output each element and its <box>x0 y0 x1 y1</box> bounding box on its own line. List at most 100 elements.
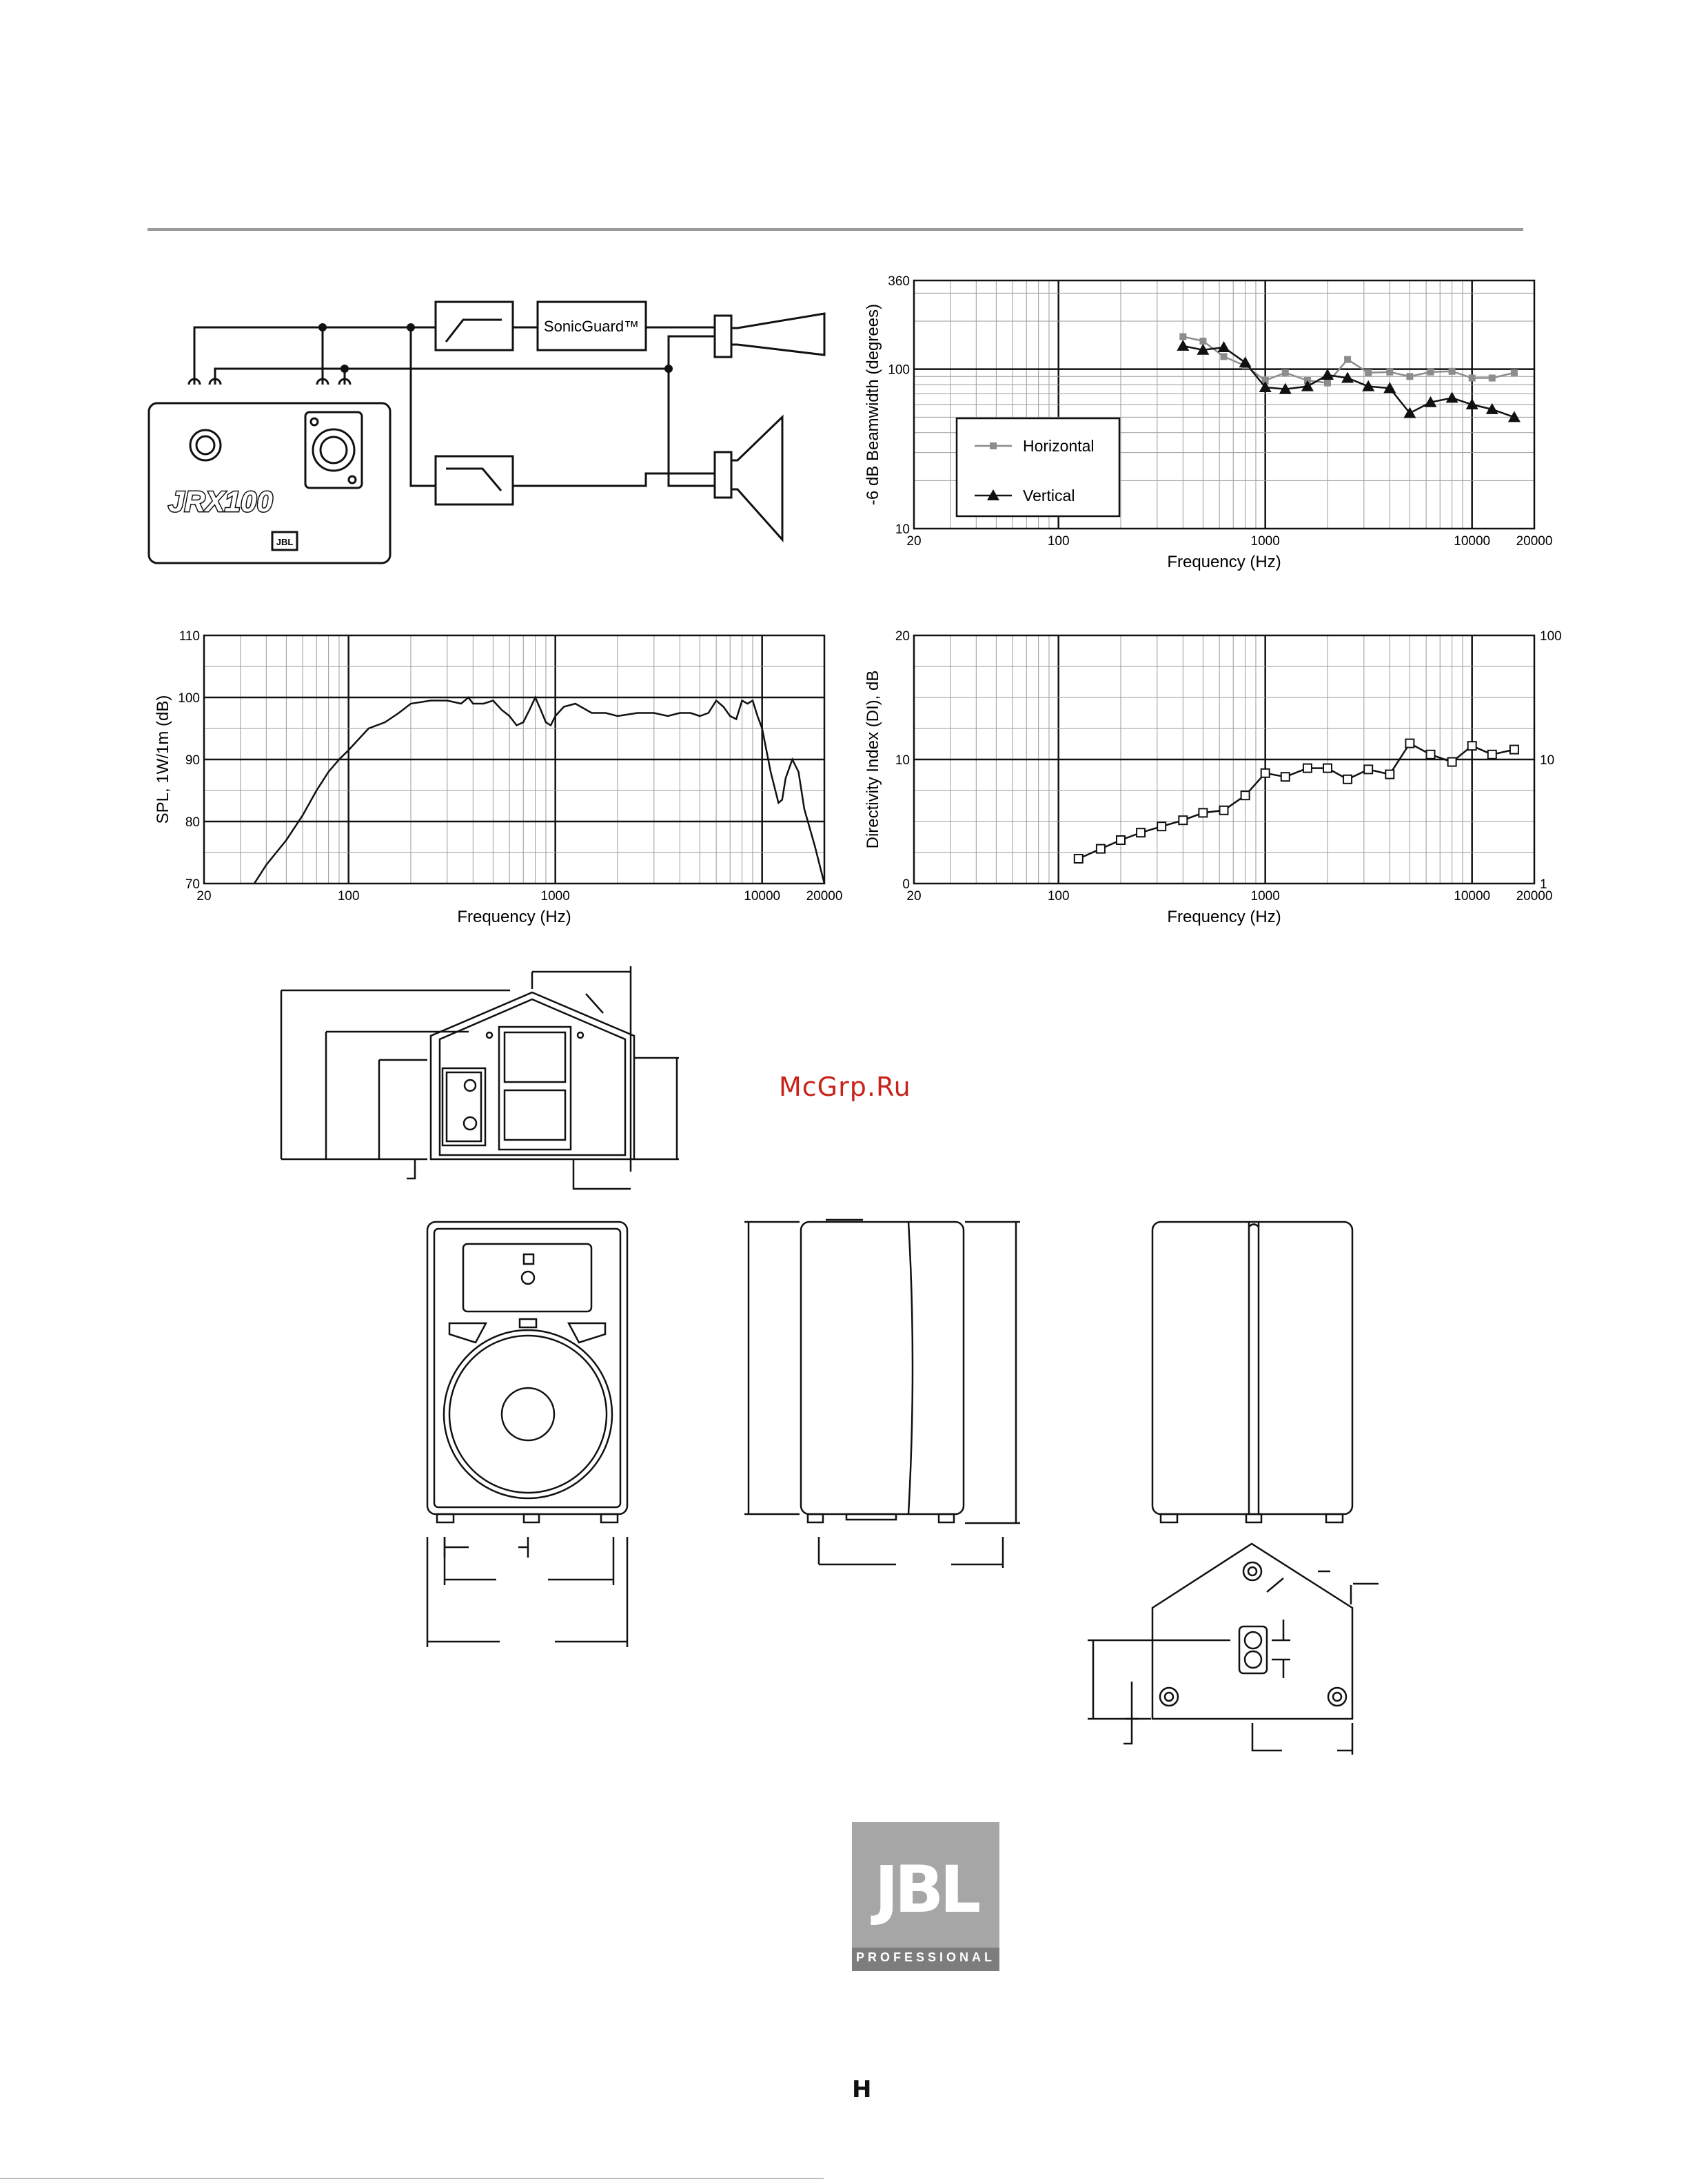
y-tick-label: 0 <box>902 877 910 892</box>
data-point <box>1386 368 1394 376</box>
data-point <box>1178 815 1188 826</box>
data-point <box>1445 391 1458 403</box>
y-tick-label: 100 <box>178 691 200 706</box>
x-tick-label: 10000 <box>744 889 780 904</box>
data-point <box>1240 790 1250 801</box>
data-point <box>1324 379 1331 387</box>
x-tick-label: 100 <box>1048 889 1070 904</box>
data-point <box>1281 369 1289 376</box>
data-point <box>1095 844 1106 854</box>
data-point <box>1405 738 1415 748</box>
data-point <box>1363 764 1374 775</box>
high-pass-filter <box>434 300 514 351</box>
y-axis-label: -6 dB Beamwidth (degrees) <box>864 304 882 505</box>
legend-box <box>955 417 1121 518</box>
data-point <box>1301 380 1314 391</box>
x-tick-label: 20 <box>196 889 211 904</box>
footer-rule <box>0 2178 824 2179</box>
woofer-icon <box>731 414 784 542</box>
x-tick-label: 10000 <box>1454 534 1490 549</box>
data-point <box>1073 854 1084 864</box>
data-point <box>1487 749 1497 759</box>
data-point <box>1280 772 1290 782</box>
top-view-drawing <box>280 966 679 1190</box>
low-pass-filter <box>434 455 514 506</box>
panel-logo: JBL <box>276 537 294 547</box>
header-rule <box>148 228 1523 231</box>
front-view-drawing <box>426 1221 629 1647</box>
data-point <box>1197 343 1210 355</box>
y2-tick-label: 1 <box>1540 877 1547 892</box>
side-view-drawing <box>744 1218 1020 1568</box>
dimension-drawings <box>280 966 1379 1755</box>
data-point <box>1302 763 1312 773</box>
y-tick-label: 70 <box>185 877 200 892</box>
data-point <box>1220 353 1228 360</box>
x-axis-label: Frequency (Hz) <box>1167 553 1281 571</box>
data-point <box>1323 763 1332 773</box>
x-tick-label: 1000 <box>1251 534 1280 549</box>
y-tick-label: 360 <box>888 274 910 289</box>
x-tick-label: 1000 <box>541 889 570 904</box>
y-tick-label: 20 <box>895 629 910 644</box>
y-tick-label: 110 <box>179 629 200 644</box>
x-tick-label: 1000 <box>1251 889 1280 904</box>
data-point <box>987 489 999 500</box>
x-tick-label: 20000 <box>1516 889 1553 904</box>
data-point <box>1406 373 1414 380</box>
data-point <box>1343 774 1353 784</box>
data-point <box>1509 744 1519 755</box>
data-point <box>1425 749 1436 759</box>
series-line-di <box>1078 742 1515 860</box>
data-point <box>1217 341 1230 353</box>
rear-view-drawing <box>1151 1221 1354 1524</box>
block-diagram: SonicGuard™ JRX100 JBL <box>148 300 826 564</box>
data-point <box>1261 377 1269 385</box>
series-line-response <box>253 695 826 884</box>
data-point <box>1365 369 1372 376</box>
x-axis-label: Frequency (Hz) <box>1167 908 1281 926</box>
data-point <box>1219 805 1229 815</box>
jbl-logo-word: JBL <box>874 1853 982 1928</box>
data-point <box>1179 333 1187 340</box>
data-point <box>1447 757 1457 767</box>
data-point <box>1485 402 1498 414</box>
x-tick-label: 20 <box>906 889 921 904</box>
legend-label: Vertical <box>1023 487 1075 504</box>
data-point <box>1383 382 1396 394</box>
data-point <box>1385 769 1395 779</box>
y-tick-label: 80 <box>185 815 200 830</box>
y-axis-label: Directivity Index (DI), dB <box>864 671 882 849</box>
y-tick-label: 10 <box>895 753 910 768</box>
jbl-logo-subtitle: PROFESSIONAL <box>855 1950 995 1964</box>
x-tick-label: 20000 <box>1516 534 1553 549</box>
data-point <box>1344 356 1352 363</box>
data-point <box>1198 808 1208 818</box>
data-point <box>1260 768 1270 778</box>
data-point <box>1507 411 1521 422</box>
jbl-logo-bar <box>852 1948 999 1971</box>
y-tick-label: 10 <box>895 522 910 537</box>
plot-frame <box>203 634 826 885</box>
data-point <box>1468 374 1476 382</box>
data-point <box>1321 369 1334 380</box>
x-tick-label: 10000 <box>1454 889 1490 904</box>
data-point <box>1239 356 1252 368</box>
data-point <box>1341 371 1354 383</box>
horn-driver-icon <box>731 312 826 356</box>
data-point <box>1510 369 1518 376</box>
x-tick-label: 100 <box>338 889 360 904</box>
product-badge: JRX100 <box>168 485 273 518</box>
data-point <box>990 442 997 449</box>
plot-frame <box>913 634 1536 885</box>
data-point <box>1199 337 1207 345</box>
y-tick-label: 90 <box>185 753 200 768</box>
rear-panel <box>148 402 392 564</box>
jbl-logo: JBL PROFESSIONAL <box>852 1822 999 1971</box>
data-point <box>1116 835 1126 845</box>
legend-label: Horizontal <box>1023 437 1095 455</box>
data-point <box>1427 368 1434 376</box>
